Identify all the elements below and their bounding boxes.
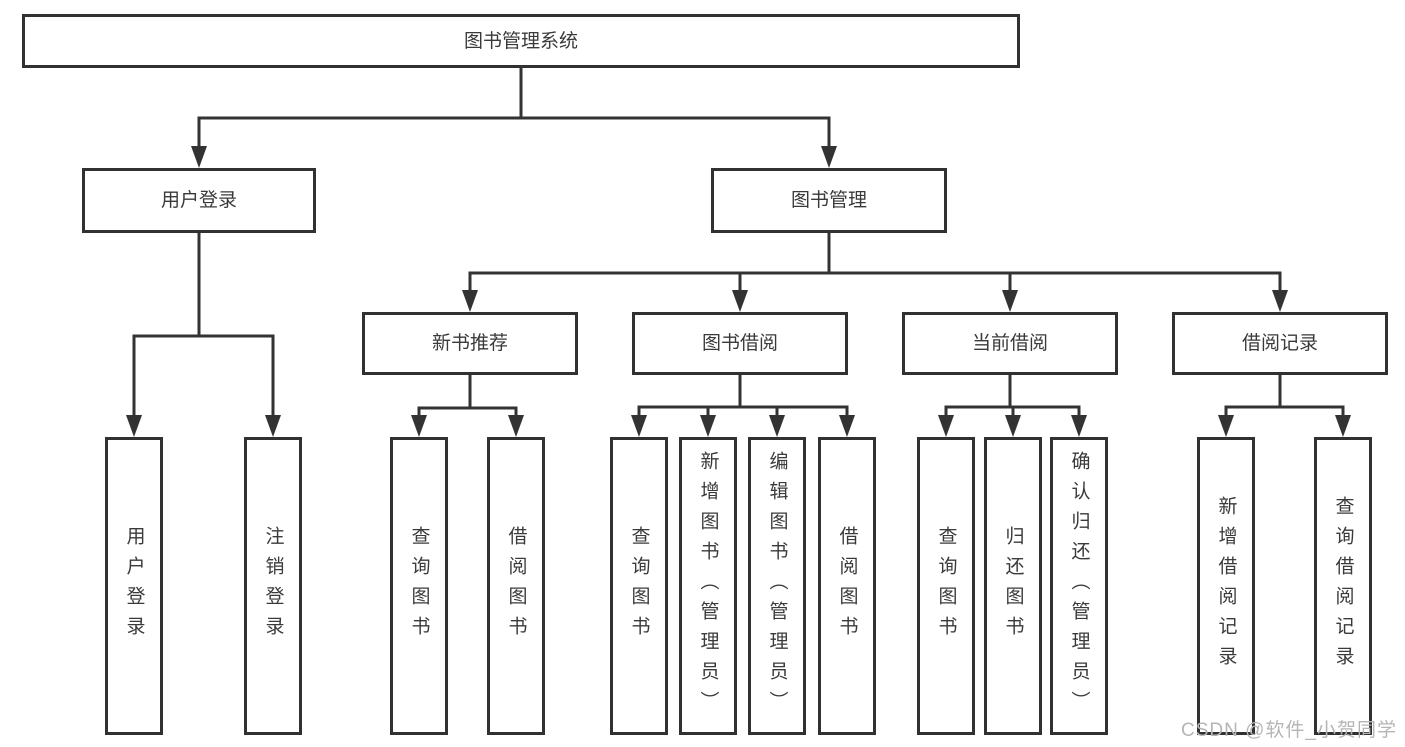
node-borrow-books-recommend-label: 借阅图书 [505, 526, 527, 646]
node-return-books-label: 归还图书 [1002, 526, 1024, 646]
node-edit-book-admin: 编辑图书（管理员） [748, 437, 806, 735]
node-new-book-recommend-label: 新书推荐 [431, 333, 508, 354]
node-query-books-recommend: 查询图书 [390, 437, 448, 735]
node-book-management: 图书管理 [711, 168, 947, 233]
node-book-management-label: 图书管理 [790, 190, 867, 211]
node-add-book-admin-label: 新增图书（管理员） [697, 451, 719, 721]
node-logout-label: 注销登录 [262, 526, 284, 646]
node-user-login-action-label: 用户登录 [123, 526, 145, 646]
node-user-login-label: 用户登录 [160, 190, 237, 211]
node-borrow-records: 借阅记录 [1172, 312, 1388, 375]
node-query-books-recommend-label: 查询图书 [408, 526, 430, 646]
node-add-borrow-record-label: 新增借阅记录 [1215, 496, 1237, 676]
csdn-watermark: CSDN @软件_小贺同学 [1181, 720, 1397, 741]
node-current-borrow-label: 当前借阅 [971, 333, 1048, 354]
node-query-books-current: 查询图书 [917, 437, 975, 735]
node-new-book-recommend: 新书推荐 [362, 312, 578, 375]
node-root: 图书管理系统 [22, 14, 1020, 68]
node-current-borrow: 当前借阅 [902, 312, 1118, 375]
node-confirm-return-admin: 确认归还（管理员） [1050, 437, 1108, 735]
node-edit-book-admin-label: 编辑图书（管理员） [766, 451, 788, 721]
node-root-label: 图书管理系统 [463, 30, 578, 52]
node-book-borrow-label: 图书借阅 [701, 333, 778, 354]
node-query-books-current-label: 查询图书 [935, 526, 957, 646]
node-user-login-action: 用户登录 [105, 437, 163, 735]
node-query-books-borrow-label: 查询图书 [628, 526, 650, 646]
node-add-borrow-record: 新增借阅记录 [1197, 437, 1255, 735]
node-borrow-books-label: 借阅图书 [836, 526, 858, 646]
node-book-borrow: 图书借阅 [632, 312, 848, 375]
node-user-login: 用户登录 [82, 168, 316, 233]
node-borrow-records-label: 借阅记录 [1241, 333, 1318, 354]
node-add-book-admin: 新增图书（管理员） [679, 437, 737, 735]
node-return-books: 归还图书 [984, 437, 1042, 735]
node-confirm-return-admin-label: 确认归还（管理员） [1068, 451, 1090, 721]
node-borrow-books-recommend: 借阅图书 [487, 437, 545, 735]
node-query-borrow-record-label: 查询借阅记录 [1332, 496, 1354, 676]
node-query-borrow-record: 查询借阅记录 [1314, 437, 1372, 735]
node-borrow-books: 借阅图书 [818, 437, 876, 735]
node-query-books-borrow: 查询图书 [610, 437, 668, 735]
node-logout: 注销登录 [244, 437, 302, 735]
